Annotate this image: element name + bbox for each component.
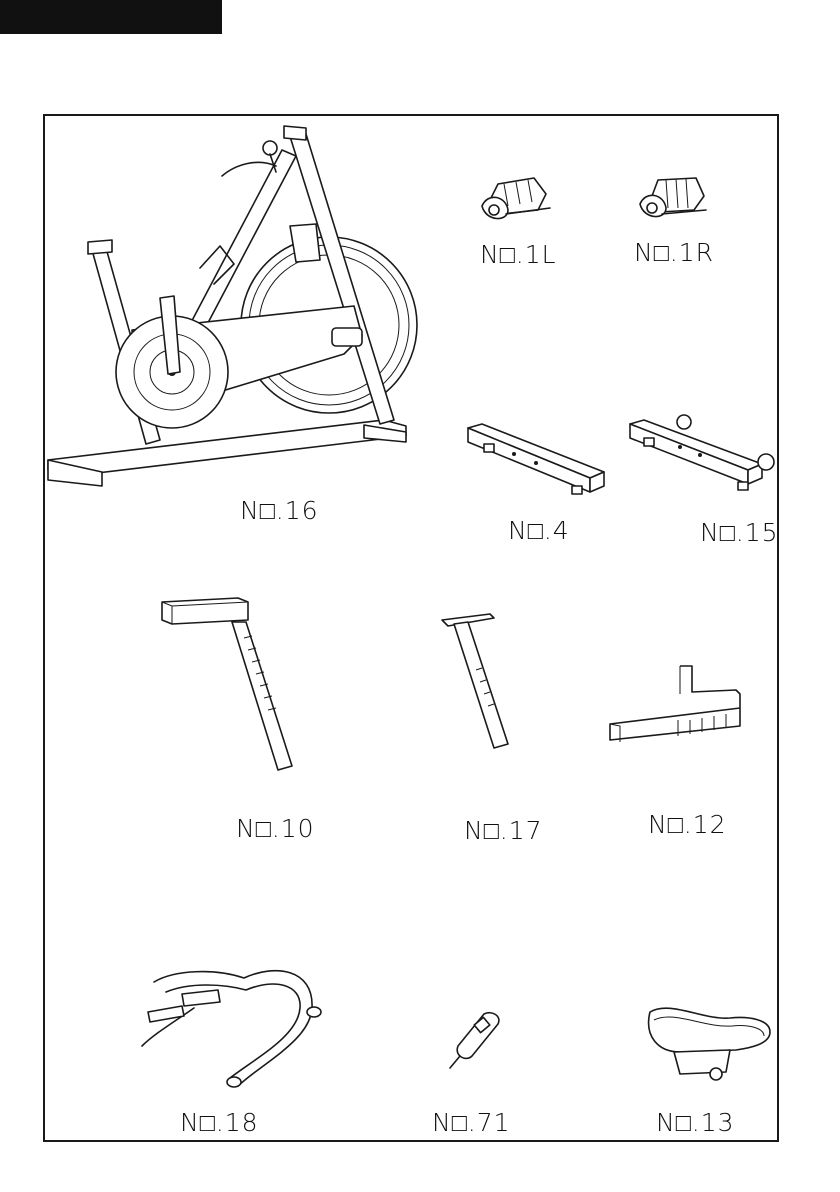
part-label-10: N□.10 (236, 814, 315, 844)
part-label-16: N□.16 (240, 496, 319, 526)
handlebar-post-icon (160, 592, 300, 776)
part-label-12: N□.12 (648, 810, 727, 840)
rear-stabilizer-icon (464, 420, 608, 500)
part-1l-left-pedal (478, 170, 558, 230)
left-pedal-icon (478, 170, 558, 230)
part-label-17: N□.17 (464, 816, 543, 846)
part-15-front-stabilizer (626, 414, 776, 496)
part-label-15: N□.15 (700, 518, 779, 548)
part-label-18: N□.18 (180, 1108, 259, 1138)
tension-knob-icon (446, 1010, 504, 1070)
seat-slider-icon (606, 664, 746, 748)
header-tab (0, 0, 222, 34)
saddle-icon (640, 998, 774, 1084)
part-1r-right-pedal (636, 170, 716, 230)
part-label-4: N□.4 (508, 516, 570, 546)
part-18-handlebar (134, 962, 330, 1096)
part-13-saddle (640, 998, 774, 1084)
part-17-seat-post (440, 612, 516, 754)
handlebar-icon (134, 962, 330, 1096)
right-pedal-icon (636, 170, 716, 230)
part-16-bike-frame (44, 120, 434, 495)
part-12-seat-slider (606, 664, 746, 748)
part-4-rear-stabilizer (464, 420, 608, 500)
exercise-bike-frame-icon (44, 120, 434, 495)
part-label-1l: N□.1L (480, 240, 557, 270)
part-label-13: N□.13 (656, 1108, 735, 1138)
part-label-1r: N□.1R (634, 238, 714, 268)
seat-post-icon (440, 612, 516, 754)
part-10-handlebar-post (160, 592, 300, 776)
part-label-71: N□.71 (432, 1108, 511, 1138)
part-71-tension-knob (446, 1010, 504, 1070)
front-stabilizer-wheels-icon (626, 414, 776, 496)
